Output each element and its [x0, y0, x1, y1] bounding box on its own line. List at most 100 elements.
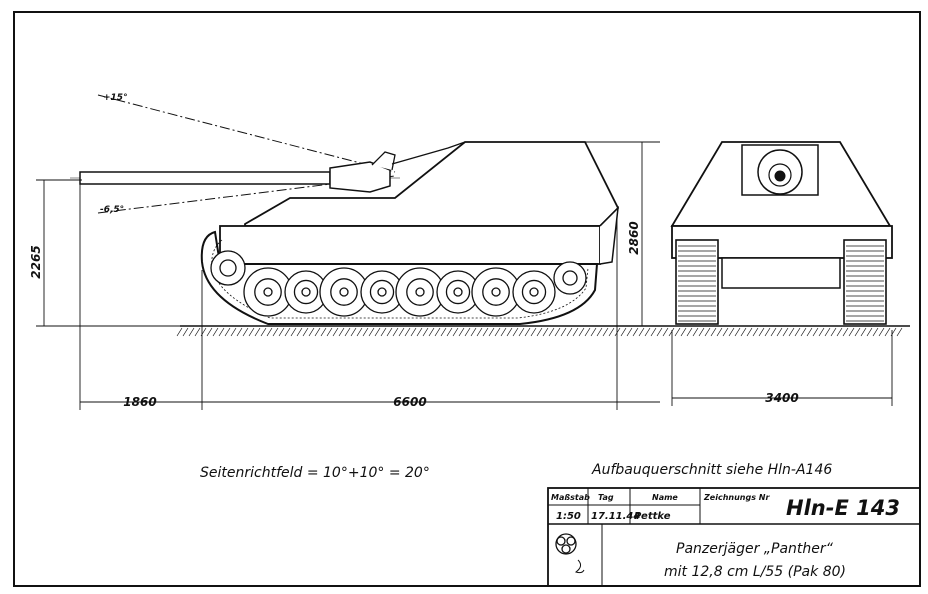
- road-wheel-rim: [369, 279, 395, 305]
- title-line-1: Panzerjäger „Panther“: [676, 541, 834, 557]
- road-wheel-hub: [263, 287, 273, 297]
- title-block: [547, 487, 921, 587]
- ground-hatch-stroke: [560, 327, 567, 337]
- ground-hatch-stroke: [416, 327, 423, 337]
- ground-hatch-stroke: [230, 327, 237, 337]
- ground-hatch: [176, 327, 903, 337]
- ground-hatch-stroke: [362, 327, 369, 337]
- road-wheel-hub: [491, 287, 501, 297]
- ground-hatch-stroke: [716, 327, 723, 337]
- drive-sprocket: [210, 250, 246, 286]
- ground-hatch-stroke: [752, 327, 759, 337]
- ground-hatch-stroke: [848, 327, 855, 337]
- front-view: [670, 141, 893, 325]
- ground-hatch-stroke: [302, 327, 309, 337]
- road-wheel-rim: [445, 279, 471, 305]
- ground-hatch-stroke: [368, 327, 375, 337]
- ground-hatch-stroke: [686, 327, 693, 337]
- ground-hatch-stroke: [674, 327, 681, 337]
- ground-hatch-stroke: [566, 327, 573, 337]
- gun-mantlet: [329, 161, 391, 193]
- angle-depression-label: -6,5°: [100, 205, 124, 215]
- ground-hatch-stroke: [878, 327, 885, 337]
- ground-hatch-stroke: [704, 327, 711, 337]
- ground-hatch-stroke: [332, 327, 339, 337]
- ground-hatch-stroke: [758, 327, 765, 337]
- ground-hatch-stroke: [218, 327, 225, 337]
- ground-hatch-stroke: [452, 327, 459, 337]
- ground-hatch-stroke: [680, 327, 687, 337]
- ground-hatch-stroke: [722, 327, 729, 337]
- title-line-2: mit 12,8 cm L/55 (Pak 80): [664, 564, 846, 580]
- ground-hatch-stroke: [506, 327, 513, 337]
- ground-hatch-stroke: [386, 327, 393, 337]
- drawing-number: Hln-E 143: [786, 496, 900, 520]
- ground-hatch-stroke: [494, 327, 501, 337]
- dimension-lines: [36, 141, 893, 410]
- road-wheel-rim: [330, 278, 358, 306]
- front-lower-hull: [721, 257, 841, 289]
- road-wheel-hub: [377, 287, 387, 297]
- left-track-front: [675, 239, 719, 325]
- ground-hatch-stroke: [272, 327, 279, 337]
- ground-hatch-stroke: [572, 327, 579, 337]
- gun-barrel: [79, 171, 331, 185]
- ground-hatch-stroke: [464, 327, 471, 337]
- ground-hatch-stroke: [224, 327, 231, 337]
- ground-hatch-stroke: [458, 327, 465, 337]
- ground-hatch-stroke: [548, 327, 555, 337]
- ground-hatch-stroke: [764, 327, 771, 337]
- ground-hatch-stroke: [392, 327, 399, 337]
- ground-hatch-stroke: [860, 327, 867, 337]
- ground-hatch-stroke: [596, 327, 603, 337]
- ground-hatch-stroke: [350, 327, 357, 337]
- ground-hatch-stroke: [644, 327, 651, 337]
- ground-hatch-stroke: [794, 327, 801, 337]
- ground-hatch-stroke: [842, 327, 849, 337]
- ground-hatch-stroke: [188, 327, 195, 337]
- ground-hatch-stroke: [668, 327, 675, 337]
- ground-hatch-stroke: [338, 327, 345, 337]
- ground-hatch-stroke: [740, 327, 747, 337]
- ground-hatch-stroke: [326, 327, 333, 337]
- hull-side: [219, 225, 601, 265]
- ground-hatch-stroke: [590, 327, 597, 337]
- ground-hatch-stroke: [440, 327, 447, 337]
- ground-hatch-stroke: [176, 327, 183, 337]
- ground-hatch-stroke: [626, 327, 633, 337]
- ground-hatch-stroke: [536, 327, 543, 337]
- roof-slope: [394, 141, 466, 199]
- ground-hatch-stroke: [488, 327, 495, 337]
- date-label: Tag: [598, 493, 614, 502]
- road-wheel-rim: [406, 278, 434, 306]
- ground-hatch-stroke: [434, 327, 441, 337]
- ground-hatch-stroke: [260, 327, 267, 337]
- ground-hatch-stroke: [782, 327, 789, 337]
- ground-hatch-stroke: [266, 327, 273, 337]
- ground-hatch-stroke: [476, 327, 483, 337]
- drawing-border: [13, 11, 921, 587]
- right-track-front: [843, 239, 887, 325]
- depression-line: [97, 175, 396, 214]
- ground-hatch-stroke: [398, 327, 405, 337]
- ground-hatch-stroke: [470, 327, 477, 337]
- ground-hatch-stroke: [308, 327, 315, 337]
- drawing-number-label: Zeichnungs Nr: [703, 493, 770, 502]
- dim-height-left: 2265: [29, 245, 43, 278]
- ground-hatch-stroke: [242, 327, 249, 337]
- ground-hatch-stroke: [380, 327, 387, 337]
- ground-hatch-stroke: [650, 327, 657, 337]
- road-wheel-rim: [482, 278, 510, 306]
- ground-hatch-stroke: [500, 327, 507, 337]
- ground-hatch-stroke: [812, 327, 819, 337]
- ground-hatch-stroke: [728, 327, 735, 337]
- ground-hatch-stroke: [314, 327, 321, 337]
- ground-hatch-stroke: [608, 327, 615, 337]
- section-reference-note: Aufbauquerschnitt siehe Hln-A146: [591, 462, 832, 478]
- ground-hatch-stroke: [542, 327, 549, 337]
- ground-hatch-stroke: [656, 327, 663, 337]
- ground-hatch-stroke: [662, 327, 669, 337]
- road-wheel-hub: [301, 287, 311, 297]
- ground-hatch-stroke: [872, 327, 879, 337]
- ground-hatch-stroke: [632, 327, 639, 337]
